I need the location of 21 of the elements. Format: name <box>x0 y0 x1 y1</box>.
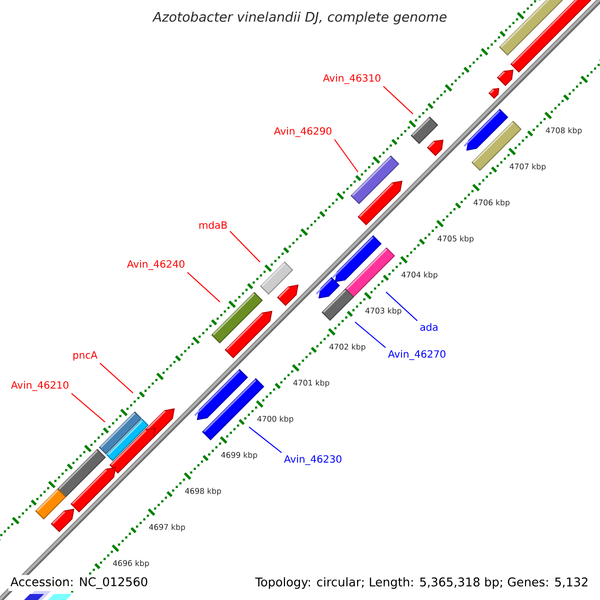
gene-label: Avin_46310 <box>323 74 380 84</box>
leader-line <box>354 322 386 348</box>
gene-label: Avin_46230 <box>284 455 342 465</box>
leader-line <box>382 86 414 114</box>
gene-label: mdaB <box>199 221 227 229</box>
leader-line <box>99 362 134 394</box>
leader-line <box>70 392 106 422</box>
leader-line <box>229 230 260 262</box>
genome-info-text: Topology: circular; Length: 5,365,318 bp; Genes: 5,132 <box>253 575 591 591</box>
gene-label: Avin_46290 <box>274 127 332 137</box>
leader-line <box>248 426 282 454</box>
gene-label: ada <box>420 323 438 331</box>
gene-label: Avin_46270 <box>388 350 446 360</box>
title: Azotobacter vinelandii DJ, complete genome <box>152 12 446 24</box>
gene-label: pncA <box>73 351 98 361</box>
accession-text: Accession: NC_012560 <box>8 575 150 591</box>
gene-label: Avin_46240 <box>127 260 184 270</box>
gene-label: Avin_46210 <box>11 381 68 391</box>
leader-line <box>334 138 358 172</box>
leader-line <box>186 272 220 302</box>
leader-line <box>386 292 418 322</box>
